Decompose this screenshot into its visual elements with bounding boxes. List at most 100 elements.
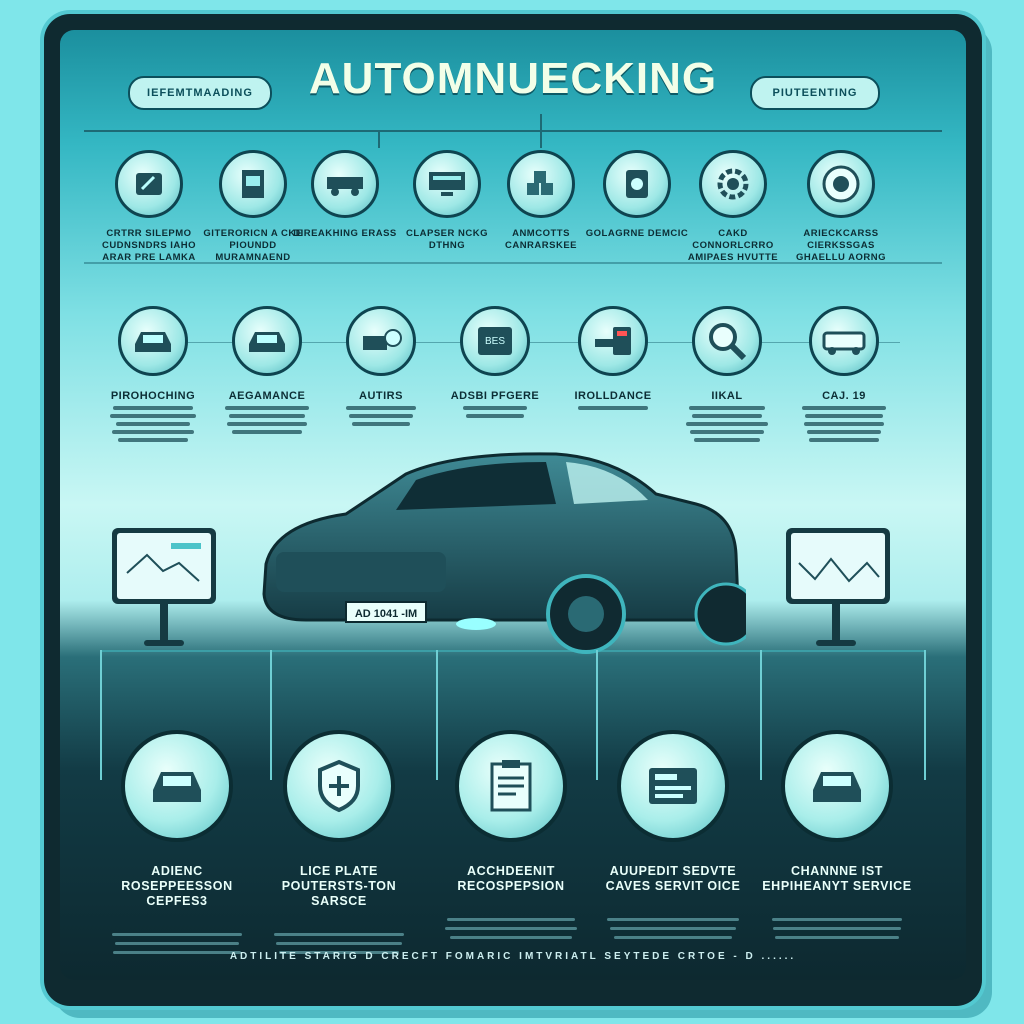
- service-card: AUUPEDIT SEDVTE CAVES SERVIT OICE: [598, 730, 748, 939]
- row2-label: PIROHOCHING: [110, 390, 196, 402]
- ground-rule: [100, 650, 926, 652]
- text-line: [802, 406, 886, 410]
- text-line: [112, 933, 242, 936]
- row1-label: GITERORICN A CKE PIOUNDD MURAMNAEND: [203, 228, 303, 263]
- scanner-icon: [578, 306, 648, 376]
- row2-item: PIROHOCHING: [100, 306, 206, 442]
- row2-item: AUTIRS: [328, 306, 434, 426]
- text-line: [807, 430, 881, 434]
- text-line: [692, 414, 762, 418]
- row2-label: IROLLDANCE: [574, 390, 652, 402]
- row1-item: CAKD CONNORLCRRO AMIPAES HVUTTE: [680, 150, 786, 264]
- connector: [924, 650, 926, 780]
- camera-car-icon: [346, 306, 416, 376]
- text-line: [804, 422, 884, 426]
- row1-label: GOLAGRNE DEMCIC: [585, 228, 689, 239]
- text-line: [809, 438, 879, 442]
- service-card: ACCHDEENIT RECOSPEPSION: [436, 730, 586, 939]
- row1-label: DIREAKHING ERASS: [293, 228, 397, 239]
- header-rule: [84, 130, 942, 132]
- text-line: [463, 406, 527, 410]
- monitor-stand: [160, 604, 168, 642]
- service-label: AUUPEDIT SEDVTE CAVES SERVIT OICE: [605, 864, 741, 893]
- car-icon: [232, 306, 302, 376]
- right-monitor: [786, 528, 890, 604]
- row1-label: CRTRR SILEPMO CUDNSNDRS IAHO ARAR PRE LA…: [101, 228, 197, 263]
- text-line: [110, 414, 196, 418]
- text-line: [116, 422, 190, 426]
- monitor-base: [816, 640, 856, 646]
- text-line: [694, 438, 760, 442]
- monitor-icon: [413, 150, 481, 218]
- text-line: [113, 406, 193, 410]
- text-line: [445, 927, 577, 930]
- row1-item: ARIECKCARSS CIERKSSGAS GHAELLU AORNG: [782, 150, 900, 264]
- service-card: LICE PLATE POUTERSTS-TON SARSCE: [264, 730, 414, 954]
- text-line: [118, 438, 188, 442]
- row1-item: ANMCOTTS CANRARSKEE: [488, 150, 594, 252]
- car-icon: [121, 730, 233, 842]
- text-line: [112, 430, 194, 434]
- tablet-icon: [115, 150, 183, 218]
- service-label: LICE PLATE POUTERSTS-TON SARSCE: [281, 864, 397, 908]
- van-icon: [809, 306, 879, 376]
- row2-item: AEGAMANCE: [214, 306, 320, 434]
- row1-label: ANMCOTTS CANRARSKEE: [504, 228, 578, 251]
- service-card: CHANNNE IST EHPIHEANYT SERVICE: [762, 730, 912, 939]
- row2-label: CAJ. 19: [822, 390, 866, 402]
- service-card: ADIENC ROSEPPEESSON CEPFES3: [102, 730, 252, 954]
- text-line: [689, 406, 765, 410]
- license-plate: AD 1041 -IM: [355, 608, 417, 620]
- text-line: [279, 951, 399, 954]
- text-line: [115, 942, 239, 945]
- row1-item: CLAPSER NCKG DTHNG: [394, 150, 500, 252]
- row1-item: GITERORICN A CKE PIOUNDD MURAMNAEND: [200, 150, 306, 264]
- left-pill: IEFEMTMAADING: [128, 76, 272, 110]
- service-label: ADIENC ROSEPPEESSON CEPFES3: [121, 864, 233, 908]
- text-line: [276, 942, 402, 945]
- truck-icon: [311, 150, 379, 218]
- shield-plus-icon: [283, 730, 395, 842]
- service-label: ACCHDEENIT RECOSPEPSION: [457, 864, 565, 893]
- document-icon: [219, 150, 287, 218]
- text-line: [274, 933, 404, 936]
- text-line: [607, 918, 739, 921]
- footer-text: ADTILITE STARIG D CRECFT FOMARIC IMTVRIA…: [229, 951, 797, 962]
- text-line: [352, 422, 410, 426]
- row2-label: AUTIRS: [359, 390, 403, 402]
- boxes-icon: [507, 150, 575, 218]
- text-line: [447, 918, 575, 921]
- text-line: [229, 414, 305, 418]
- car-illustration: AD 1041 -IM: [256, 444, 746, 654]
- text-line: [227, 422, 307, 426]
- svg-text:BES: BES: [485, 336, 505, 347]
- poster-screen: AUTOMNUECKING IEFEMTMAADING PIUTEENTING …: [60, 30, 966, 980]
- connector: [270, 650, 272, 780]
- connector: [540, 114, 542, 148]
- dial-icon: [807, 150, 875, 218]
- row1-item: GOLAGRNE DEMCIC: [584, 150, 690, 240]
- text-line: [805, 414, 883, 418]
- right-pill: PIUTEENTING: [750, 76, 880, 110]
- text-line: [578, 406, 648, 410]
- bes-icon: BES: [460, 306, 530, 376]
- text-line: [614, 936, 732, 939]
- gear-icon: [699, 150, 767, 218]
- row1-label: CAKD CONNORLCRRO AMIPAES HVUTTE: [687, 228, 779, 263]
- row2-label: AEGAMANCE: [228, 390, 306, 402]
- text-line: [773, 927, 901, 930]
- car-icon: [118, 306, 188, 376]
- connector: [436, 650, 438, 780]
- connector: [378, 130, 380, 148]
- page-title: AUTOMNUECKING: [308, 54, 718, 103]
- clipboard-icon: [455, 730, 567, 842]
- text-line: [466, 414, 524, 418]
- text-line: [232, 430, 302, 434]
- connector: [100, 650, 102, 780]
- row2-label: IIKAL: [711, 390, 743, 402]
- car-icon: [781, 730, 893, 842]
- connector: [596, 650, 598, 780]
- connector: [760, 650, 762, 780]
- row1-rule: [84, 262, 942, 264]
- text-line: [775, 936, 899, 939]
